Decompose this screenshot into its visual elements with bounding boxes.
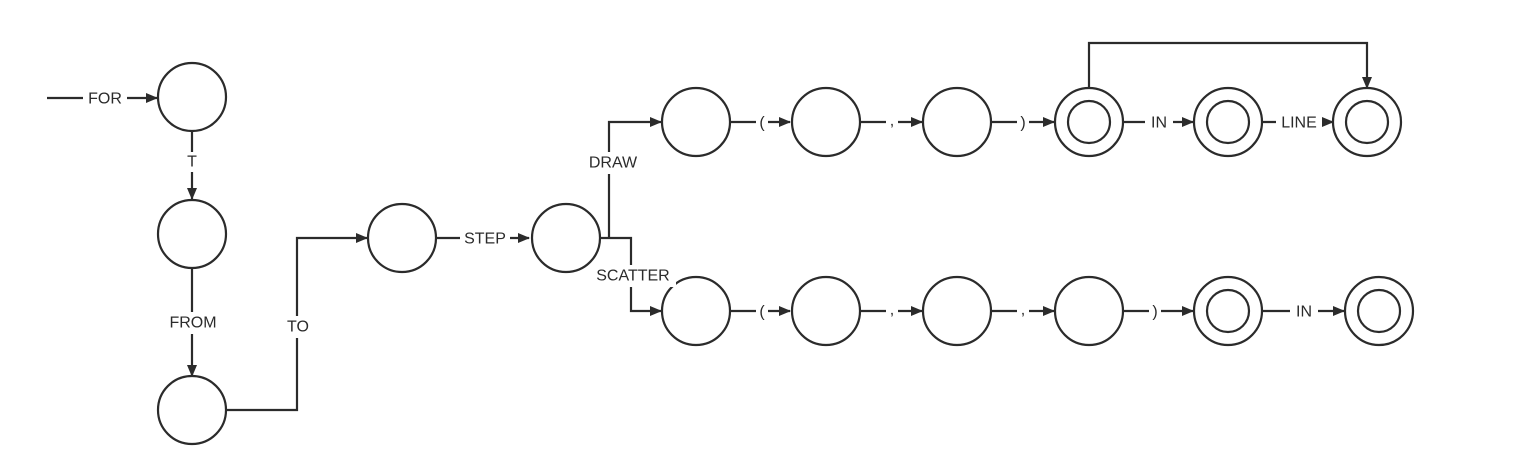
label-draw-lparen: ( <box>759 115 765 132</box>
state-c4 <box>1053 275 1125 347</box>
state-s1 <box>156 61 228 133</box>
state-d5-accepting <box>1192 86 1264 158</box>
label-scatter-lparen: ( <box>759 304 765 321</box>
state-c3 <box>921 275 993 347</box>
label-draw-in: IN <box>1151 115 1167 132</box>
label-draw-line: LINE <box>1281 115 1317 132</box>
label-from: FROM <box>169 315 216 332</box>
state-c6-accepting <box>1343 275 1415 347</box>
state-s4 <box>366 202 438 274</box>
label-to: TO <box>287 319 309 336</box>
state-d3 <box>921 86 993 158</box>
label-draw: DRAW <box>589 155 638 172</box>
label-scatter-comma1: , <box>890 302 894 319</box>
state-d1 <box>660 86 732 158</box>
label-for: FOR <box>88 91 122 108</box>
label-scatter-rparen: ) <box>1152 304 1157 321</box>
state-d2 <box>790 86 862 158</box>
state-d6-accepting <box>1331 86 1403 158</box>
edge-labels: FOR T FROM TO STEP DRAW SCATTER ( , ) IN… <box>83 88 1322 338</box>
edge-draw-skip <box>1087 41 1372 89</box>
label-draw-comma: , <box>890 113 894 130</box>
state-d4-accepting <box>1053 86 1125 158</box>
state-c1 <box>660 275 732 347</box>
state-c2 <box>790 275 862 347</box>
label-scatter-in: IN <box>1296 304 1312 321</box>
edge-draw <box>607 117 662 238</box>
label-step: STEP <box>464 231 506 248</box>
state-c5-accepting <box>1192 275 1264 347</box>
label-draw-rparen: ) <box>1020 115 1025 132</box>
states <box>156 61 1415 446</box>
state-s3 <box>156 374 228 446</box>
label-scatter-comma2: , <box>1021 302 1025 319</box>
state-s5 <box>530 202 602 274</box>
state-s2 <box>156 198 228 270</box>
label-t: T <box>187 154 197 171</box>
label-scatter: SCATTER <box>596 268 669 285</box>
